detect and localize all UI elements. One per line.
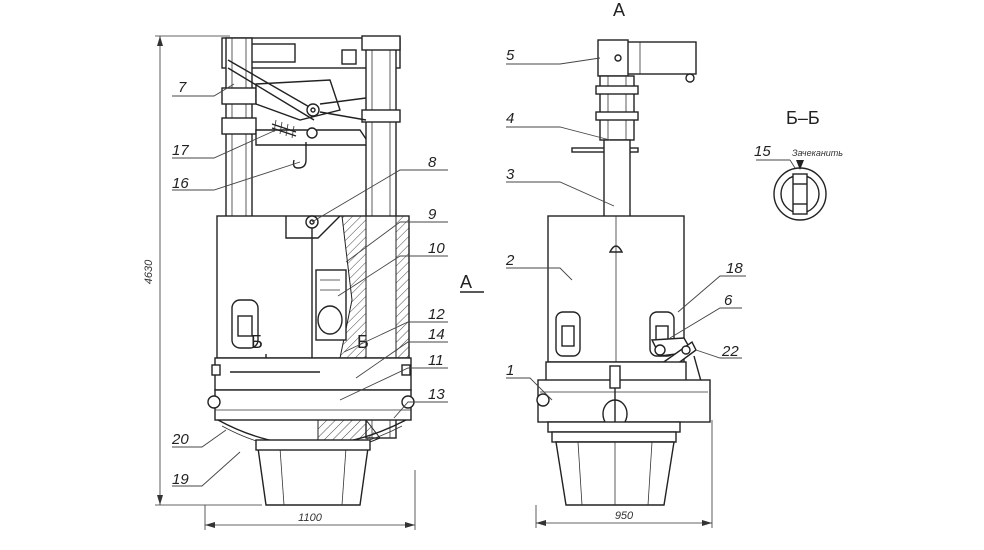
section-marker-right: Б	[357, 332, 369, 352]
section-marker-left: Б	[251, 332, 263, 352]
callout-1: 1	[506, 362, 514, 379]
callout-4: 4	[506, 110, 514, 127]
callout-18: 18	[726, 260, 743, 277]
callout-7: 7	[178, 79, 187, 96]
right-side-view: 950 5 4 3 2 1 18 6 22	[505, 39, 746, 528]
callout-20: 20	[171, 431, 189, 448]
callout-8: 8	[428, 154, 437, 171]
callout-10: 10	[428, 240, 445, 257]
callout-13: 13	[428, 386, 445, 403]
section-view-b-b: Б–Б Зачеканить 15	[754, 108, 843, 221]
callout-17: 17	[172, 142, 189, 159]
height-dimension: 4630	[143, 259, 155, 284]
callout-19: 19	[172, 471, 189, 488]
callout-15: 15	[754, 143, 771, 160]
callout-11: 11	[428, 352, 444, 369]
left-width-dimension: 1100	[298, 512, 323, 524]
callout-2: 2	[505, 252, 515, 269]
callout-3: 3	[506, 166, 515, 183]
section-note: Зачеканить	[792, 148, 843, 158]
callout-14: 14	[428, 326, 445, 343]
callout-16: 16	[172, 175, 189, 192]
section-title: Б–Б	[786, 108, 820, 128]
callout-12: 12	[428, 306, 445, 323]
view-marker-top: А	[613, 0, 625, 20]
callout-22: 22	[721, 343, 739, 360]
view-arrow-a: А	[460, 272, 484, 293]
svg-text:А: А	[460, 272, 472, 292]
callout-5: 5	[506, 47, 515, 64]
callout-6: 6	[724, 292, 733, 309]
right-width-dimension: 950	[615, 510, 634, 522]
spring-17-icon	[271, 119, 297, 139]
left-front-view: 4630 1100	[143, 35, 448, 530]
callout-9: 9	[428, 206, 437, 223]
